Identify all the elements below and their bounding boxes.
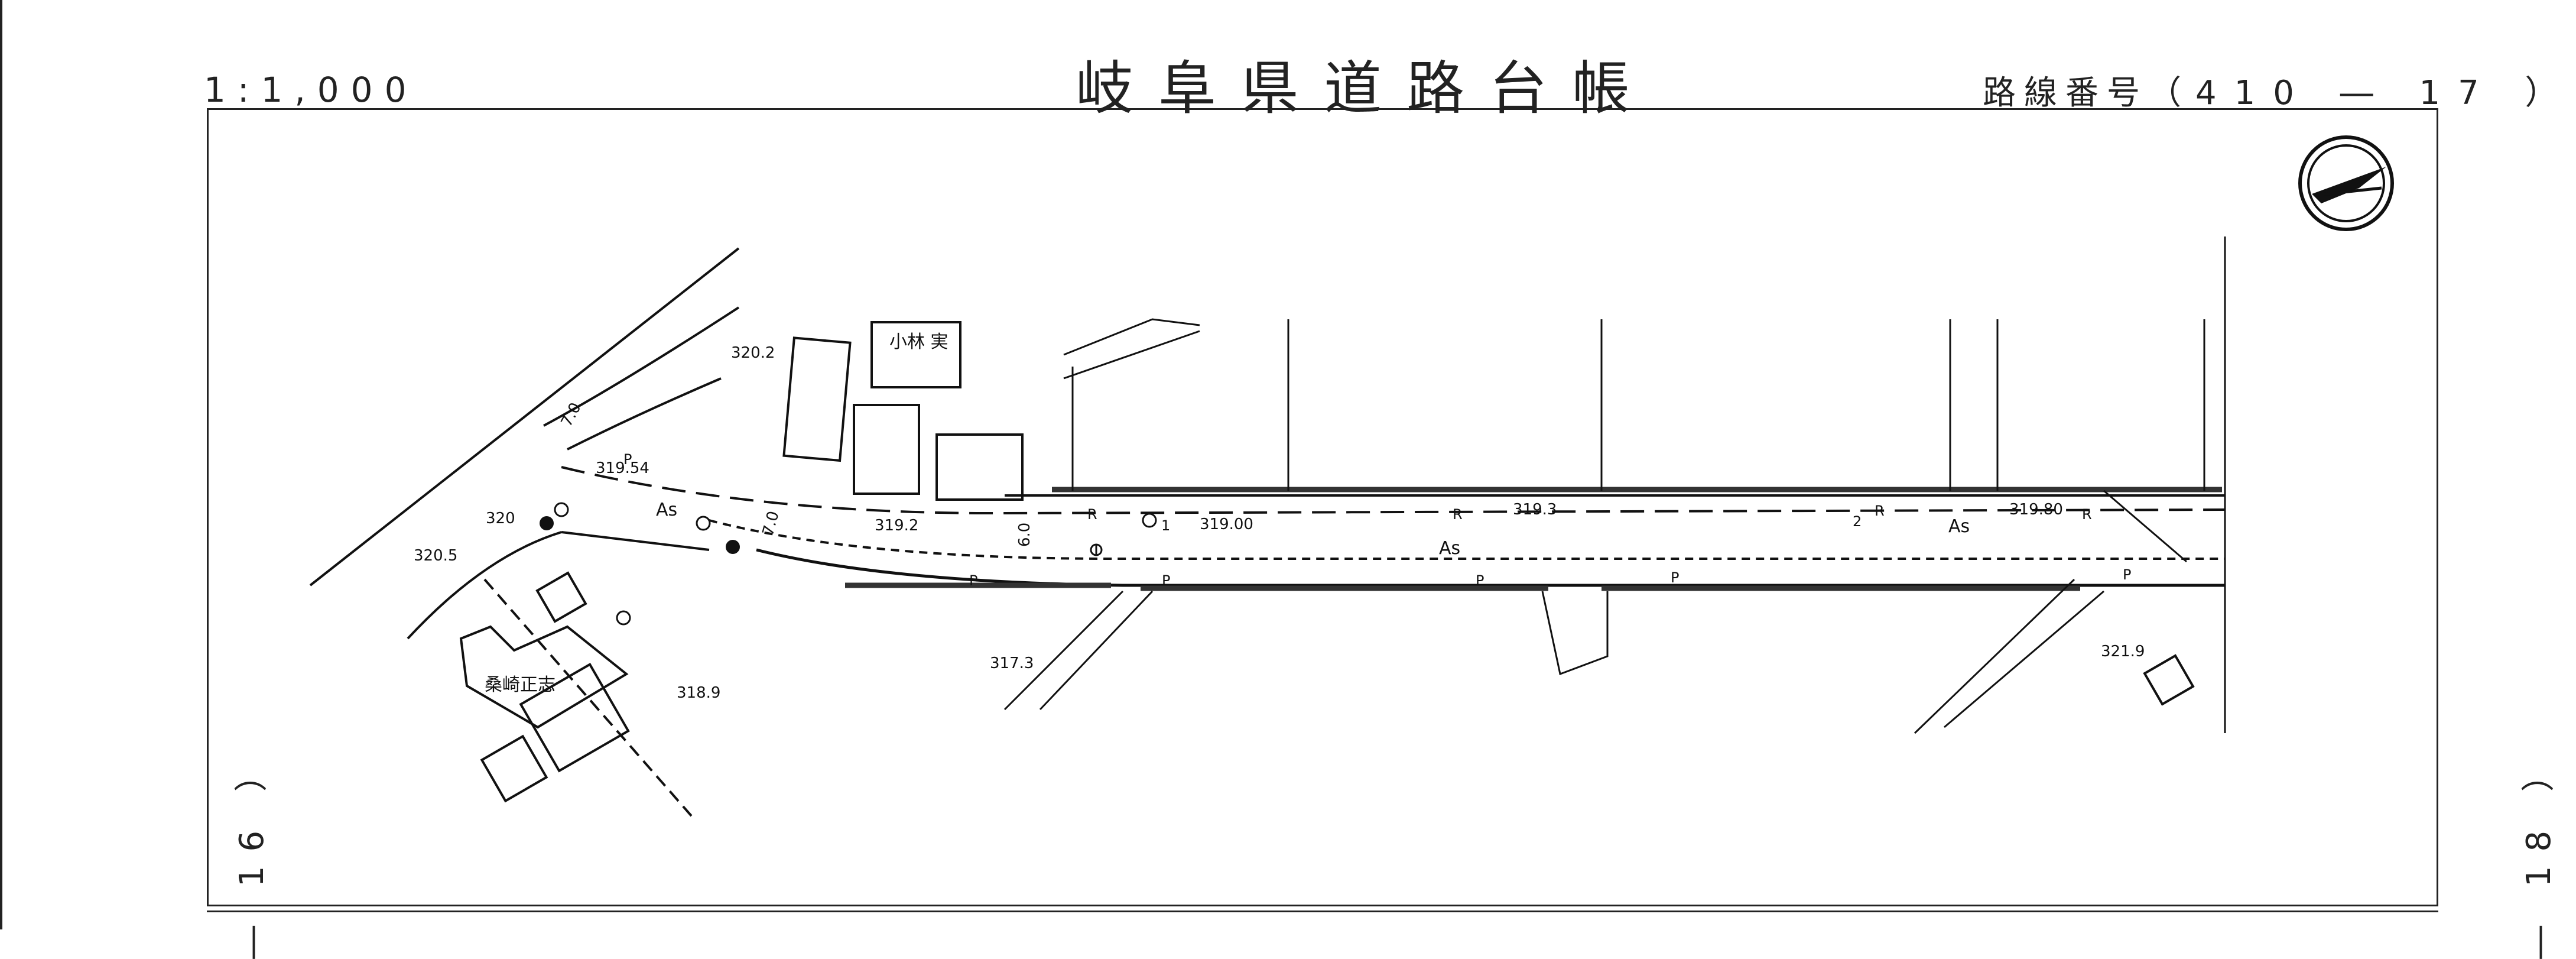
road-map-drawing: 小林 実 桑崎正志 320.2 319.54 320.5 319.2 319.0… bbox=[309, 135, 2394, 817]
elevation-label: 320 bbox=[486, 510, 515, 527]
road-mark: P bbox=[1162, 572, 1170, 589]
surface-label: As bbox=[1948, 516, 1970, 537]
elevation-label: 319.00 bbox=[1200, 516, 1253, 533]
north-arrow-icon bbox=[2298, 135, 2394, 231]
width-label: 6.0 bbox=[1016, 523, 1034, 547]
buildings bbox=[459, 321, 2195, 803]
elevation-label: 319.54 bbox=[596, 459, 649, 477]
manhole-icon bbox=[554, 502, 1157, 626]
point-label: 2 bbox=[1853, 513, 1862, 530]
map-frame bbox=[207, 108, 2438, 906]
road-mark: P bbox=[623, 451, 632, 468]
sheet-left-border bbox=[0, 0, 2, 929]
road-mark: R bbox=[1087, 506, 1097, 523]
owner-label-kobayashi: 小林 実 bbox=[889, 332, 948, 352]
elevation-label: 319.2 bbox=[875, 517, 918, 534]
road-mark: P bbox=[969, 572, 977, 589]
map-scale: 1:1,000 bbox=[204, 70, 418, 110]
elevation-label: 319.80 bbox=[2009, 501, 2063, 519]
property-lines bbox=[1003, 236, 2226, 734]
road-mark: R bbox=[1875, 503, 1885, 519]
road-mark: R bbox=[2082, 506, 2092, 523]
page-title: 岐阜県道路台帳 bbox=[1076, 55, 1655, 122]
fire-hydrant-icon bbox=[1090, 543, 1103, 556]
road-mark: R bbox=[1453, 506, 1463, 523]
elevation-label: 320.2 bbox=[731, 344, 775, 362]
elevation-label: 319.3 bbox=[1513, 501, 1557, 519]
elevation-label: 317.3 bbox=[990, 655, 1034, 672]
road-mark: P bbox=[2123, 566, 2131, 583]
route-number-value: 410 ― 17 ） bbox=[2195, 74, 2576, 112]
width-label: 7.0 bbox=[759, 509, 783, 537]
road-mark: P bbox=[1476, 572, 1484, 589]
road-centerline bbox=[561, 466, 2226, 591]
route-number: 路線番号（410 ― 17 ） bbox=[1983, 66, 2576, 114]
owner-label-kuwasaki: 桑崎正志 bbox=[485, 675, 556, 695]
point-label: 1 bbox=[1161, 517, 1170, 534]
elevation-label: 318.9 bbox=[677, 684, 720, 702]
elevation-label: 321.9 bbox=[2101, 643, 2145, 660]
road-mark: P bbox=[1671, 569, 1679, 586]
utility-pole-icon bbox=[540, 516, 740, 554]
map-bottom-rule bbox=[207, 911, 2438, 912]
surface-label: As bbox=[1439, 538, 1460, 559]
elevation-label: 320.5 bbox=[414, 547, 457, 565]
road-curve-left bbox=[309, 247, 740, 817]
surface-label: As bbox=[656, 500, 677, 520]
route-label: 路線番号（ bbox=[1983, 74, 2190, 112]
